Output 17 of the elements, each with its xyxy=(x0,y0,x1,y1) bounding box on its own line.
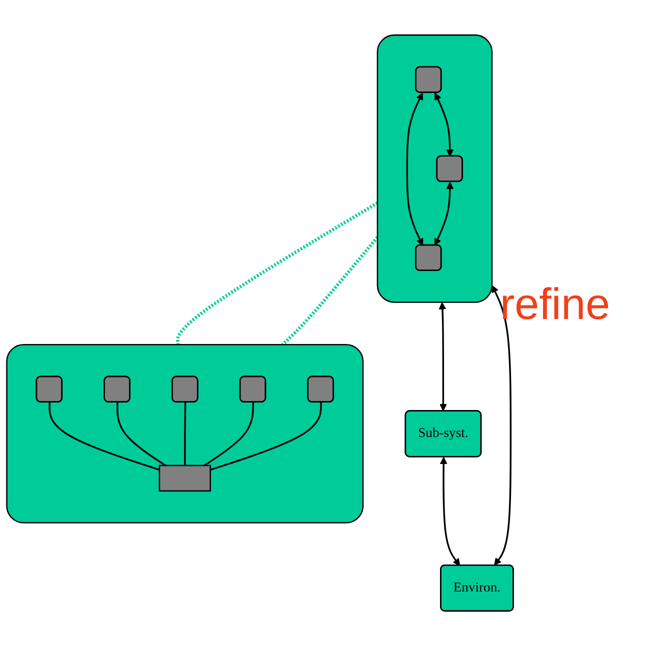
connector xyxy=(48,402,160,471)
arrow xyxy=(492,285,512,566)
arrow xyxy=(438,302,447,412)
arrow xyxy=(434,182,454,246)
connector xyxy=(281,236,379,346)
connector xyxy=(184,402,186,466)
caption-text: refine xyxy=(500,280,610,330)
connector xyxy=(176,202,378,345)
cluster xyxy=(6,344,364,524)
arrow xyxy=(440,457,460,566)
arrow xyxy=(434,92,454,157)
cluster xyxy=(376,34,493,303)
connector xyxy=(210,402,322,471)
connector xyxy=(204,402,254,466)
arrow xyxy=(406,92,424,246)
connector xyxy=(116,402,166,466)
node-bar xyxy=(158,464,211,492)
